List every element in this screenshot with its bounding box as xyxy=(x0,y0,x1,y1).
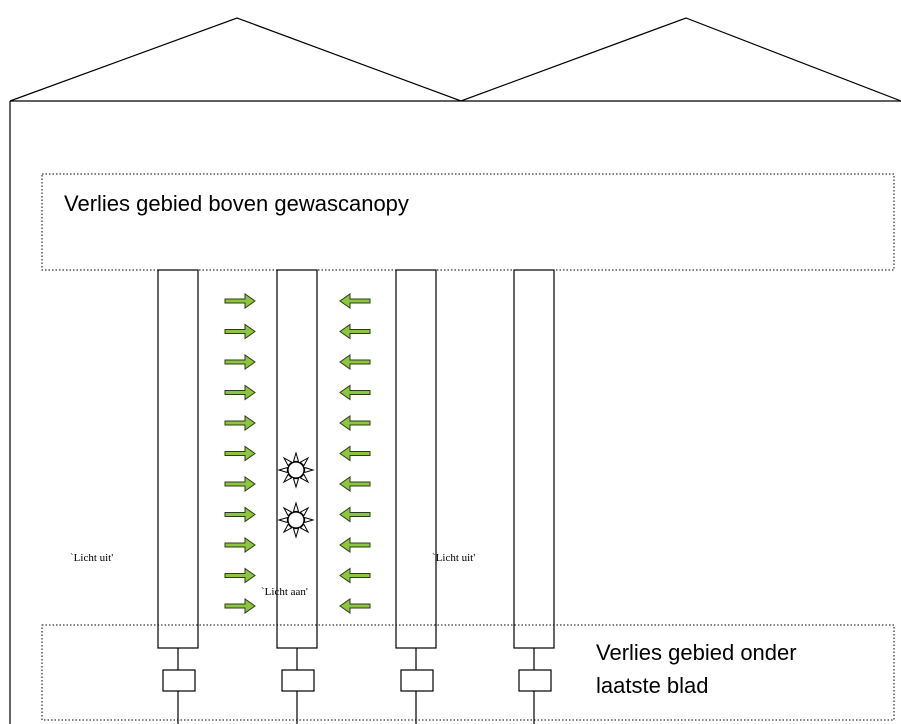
lower-loss-zone-label-line-1: Verlies gebied onder xyxy=(596,640,797,665)
arrow-left-icon xyxy=(339,323,371,340)
arrow-right-icon xyxy=(224,537,256,553)
light-on-label: `Licht aan' xyxy=(261,586,308,598)
sun-core xyxy=(287,511,305,529)
arrow-right-icon xyxy=(224,445,256,462)
plant-rows xyxy=(157,269,555,649)
greenhouse-walls xyxy=(9,100,901,724)
sun-ray xyxy=(277,466,288,474)
sun-ray xyxy=(282,473,293,484)
plant-row-3 xyxy=(395,269,437,649)
upper-loss-zone-box xyxy=(41,173,895,271)
greenhouse-roof xyxy=(9,17,901,102)
plant-stems-and-pots xyxy=(162,648,552,724)
arrow-right-icon xyxy=(224,567,256,584)
arrow-right-icon xyxy=(224,598,256,614)
plant-row-1 xyxy=(157,269,199,649)
lower-loss-zone-box xyxy=(41,624,895,721)
sun-ray xyxy=(277,516,288,524)
sun-ray xyxy=(282,506,293,517)
lower-loss-zone-label-line-2: laatste blad xyxy=(596,673,709,698)
upper-loss-zone-label: Verlies gebied boven gewascanopy xyxy=(64,191,409,216)
arrow-left-icon xyxy=(339,567,371,584)
sun-ray xyxy=(282,523,293,534)
sun-ray xyxy=(299,506,310,517)
arrow-right-icon xyxy=(224,415,256,431)
arrow-right-icon xyxy=(224,323,256,340)
arrow-left-icon xyxy=(339,354,371,370)
arrow-right-icon xyxy=(224,506,256,523)
sun-icon xyxy=(277,451,315,489)
light-off-right-label: `Licht uit' xyxy=(432,552,476,564)
pot-4 xyxy=(518,648,552,724)
pot-3 xyxy=(400,648,434,724)
sun-core xyxy=(287,461,305,479)
sun-icon xyxy=(277,501,315,539)
pot-1 xyxy=(162,648,196,724)
sun-ray xyxy=(299,523,310,534)
arrow-right-icon xyxy=(224,476,256,492)
arrow-left-icon xyxy=(339,598,371,614)
arrow-left-icon xyxy=(339,293,371,309)
arrow-left-icon xyxy=(339,384,371,401)
sun-ray xyxy=(304,466,315,474)
light-off-left-label: `Licht uit' xyxy=(70,552,114,564)
arrow-left-icon xyxy=(339,506,371,523)
sun-ray xyxy=(304,516,315,524)
sun-ray xyxy=(282,456,293,467)
plant-row-4 xyxy=(513,269,555,649)
arrow-left-column xyxy=(339,293,371,614)
pot-2 xyxy=(281,648,315,724)
lamps xyxy=(277,451,315,539)
sun-ray xyxy=(292,501,300,512)
sun-ray xyxy=(299,473,310,484)
arrow-right-column xyxy=(224,293,256,614)
arrow-right-icon xyxy=(224,354,256,370)
sun-ray xyxy=(292,451,300,462)
arrow-left-icon xyxy=(339,476,371,492)
sun-ray xyxy=(299,456,310,467)
sun-ray xyxy=(292,528,300,539)
arrow-left-icon xyxy=(339,537,371,553)
arrow-right-icon xyxy=(224,384,256,401)
arrow-left-icon xyxy=(339,445,371,462)
arrow-left-icon xyxy=(339,415,371,431)
arrow-right-icon xyxy=(224,293,256,309)
sun-ray xyxy=(292,478,300,489)
